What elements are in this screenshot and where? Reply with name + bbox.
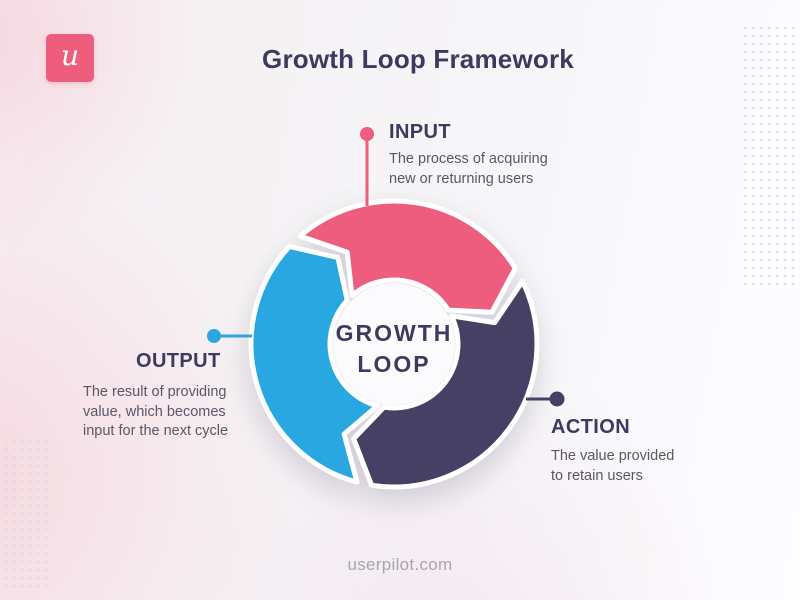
action-arc-segment [351, 278, 540, 490]
output-label: OUTPUT [136, 350, 221, 372]
input-connector-dot [360, 127, 374, 141]
growth-loop-center-label: GROWTH LOOP [294, 318, 494, 380]
action-connector-dot [549, 391, 565, 407]
output-connector-dot [207, 329, 221, 343]
userpilot-logo: u [46, 34, 94, 82]
center-label-line1: GROWTH [335, 320, 453, 346]
footer-website: userpilot.com [347, 555, 453, 574]
center-circle [333, 283, 455, 405]
action-label: ACTION [551, 416, 631, 438]
output-description: The result of providing value, which bec… [83, 384, 229, 440]
logo-letter: u [60, 39, 80, 72]
action-description: The value provided to retain users [551, 448, 675, 484]
input-description: The process of acquiring new or returnin… [389, 151, 548, 187]
output-arc-segment [248, 244, 380, 485]
dot-grid-top-right [741, 24, 797, 290]
input-arc-segment [297, 198, 518, 315]
dot-grid-bottom-left [2, 438, 52, 588]
center-label-line2: LOOP [357, 351, 431, 377]
input-label: INPUT [389, 121, 451, 143]
page-title: Growth Loop Framework [262, 44, 574, 74]
